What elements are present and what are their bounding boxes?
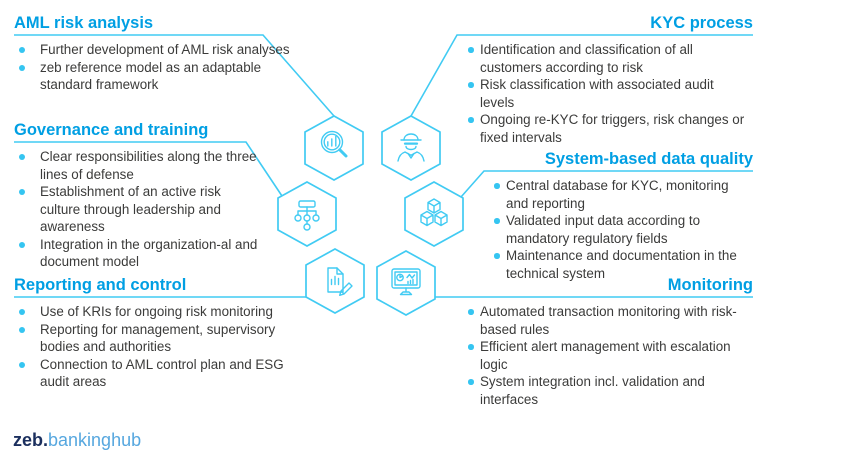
- bullet-text: System integration incl. validation and …: [480, 374, 705, 407]
- list-item: Identification and classification of all…: [468, 41, 753, 76]
- section-system-based-data-quality: System-based data quality Central databa…: [478, 148, 753, 282]
- bullet-text: Central database for KYC, monitoring and…: [506, 178, 729, 211]
- bullet-dot-icon: [19, 326, 25, 333]
- list-item: Validated input data according to mandat…: [494, 212, 753, 247]
- section-title-kyc-process: KYC process: [650, 14, 753, 32]
- bullet-text: Use of KRIs for ongoing risk monitoring: [40, 304, 273, 319]
- bullet-text: Identification and classification of all…: [480, 42, 693, 75]
- list-item: Clear responsibilities along the three l…: [19, 148, 304, 183]
- bullet-text: Clear responsibilities along the three l…: [40, 149, 257, 182]
- list-item: Risk classification with associated audi…: [468, 76, 753, 111]
- hexagon-system-based-data-quality: [404, 181, 464, 247]
- bullet-dot-icon: [468, 309, 474, 315]
- magnifier-chart-icon: [320, 130, 348, 158]
- bullet-list: Identification and classification of all…: [468, 41, 753, 146]
- list-item: Ongoing re-KYC for triggers, risk change…: [468, 111, 753, 146]
- section-governance-and-training: Governance and training Clear responsibi…: [14, 119, 304, 271]
- section-title-reporting-and-control: Reporting and control: [14, 276, 187, 294]
- list-item: Further development of AML risk analyses: [19, 41, 304, 59]
- hexagon-monitoring: [376, 250, 436, 316]
- detective-icon: [397, 133, 425, 162]
- list-item: Use of KRIs for ongoing risk monitoring: [19, 303, 304, 321]
- monitor-dashboard-icon: [391, 268, 421, 296]
- bullet-dot-icon: [19, 47, 25, 53]
- bullet-text: Automated transaction monitoring with ri…: [480, 304, 737, 337]
- logo-prefix: zeb.: [13, 430, 49, 450]
- connector-kyc-process: [410, 34, 753, 117]
- bullet-text: Connection to AML control plan and ESG a…: [40, 356, 284, 390]
- section-aml-risk-analysis: AML risk analysis Further development of…: [14, 12, 304, 94]
- cubes-icon: [420, 198, 448, 227]
- list-item: Connection to AML control plan and ESG a…: [19, 356, 304, 391]
- section-title-aml-risk-analysis: AML risk analysis: [14, 14, 154, 32]
- bullet-text: Further development of AML risk analyses: [40, 42, 290, 57]
- logo-suffix: bankinghub: [48, 430, 142, 450]
- bullet-list: Clear responsibilities along the three l…: [19, 148, 304, 271]
- bullet-text: Risk classification with associated audi…: [480, 77, 714, 110]
- connector-aml-risk-analysis: [14, 34, 335, 117]
- bullet-dot-icon: [19, 189, 25, 195]
- zeb-bankinghub-logo: zeb.bankinghub: [13, 430, 141, 451]
- section-monitoring: Monitoring Automated transaction monitor…: [427, 274, 753, 408]
- bullet-dot-icon: [468, 344, 474, 350]
- connector-system-based-data-quality: [460, 170, 753, 198]
- bullet-dot-icon: [19, 309, 25, 315]
- bullet-dot-icon: [468, 82, 474, 88]
- bullet-text: Efficient alert management with escalati…: [480, 339, 731, 372]
- bullet-text: Establishment of an active risk culture …: [40, 184, 221, 234]
- section-title-system-based-data-quality: System-based data quality: [544, 150, 753, 168]
- bullet-dot-icon: [19, 361, 25, 368]
- hexagon-aml-risk-analysis: [304, 115, 364, 181]
- bullet-dot-icon: [494, 183, 500, 189]
- bullet-text: Integration in the organization-al and d…: [40, 236, 258, 270]
- bullet-dot-icon: [468, 379, 474, 385]
- bullet-list: Central database for KYC, monitoring and…: [494, 177, 753, 282]
- list-item: Automated transaction monitoring with ri…: [468, 303, 753, 338]
- list-item: Maintenance and documentation in the tec…: [494, 247, 753, 282]
- bullet-dot-icon: [19, 64, 25, 71]
- org-chart-icon: [294, 200, 320, 231]
- section-title-governance-and-training: Governance and training: [14, 121, 209, 139]
- list-item: Efficient alert management with escalati…: [468, 338, 753, 373]
- list-item: Integration in the organization-al and d…: [19, 236, 304, 271]
- document-pencil-icon: [327, 267, 353, 296]
- bullet-dot-icon: [19, 241, 25, 248]
- list-item: System integration incl. validation and …: [468, 373, 753, 408]
- bullet-dot-icon: [468, 117, 474, 123]
- list-item: Establishment of an active risk culture …: [19, 183, 304, 236]
- bullet-list: Further development of AML risk analyses…: [19, 41, 304, 94]
- connector-governance-and-training: [14, 141, 283, 197]
- section-kyc-process: KYC process Identification and classific…: [457, 12, 753, 146]
- bullet-text: Reporting for management, supervisory bo…: [40, 321, 276, 355]
- bullet-dot-icon: [468, 47, 474, 53]
- hexagon-kyc-process: [381, 115, 441, 181]
- bullet-list: Use of KRIs for ongoing risk monitoring …: [19, 303, 304, 391]
- bullet-text: Maintenance and documentation in the tec…: [506, 248, 737, 281]
- bullet-text: zeb reference model as an adaptable stan…: [40, 59, 262, 93]
- bullet-text: Validated input data according to mandat…: [506, 213, 701, 246]
- bullet-list: Automated transaction monitoring with ri…: [468, 303, 753, 408]
- section-reporting-and-control: Reporting and control Use of KRIs for on…: [14, 274, 304, 391]
- bullet-dot-icon: [19, 154, 25, 160]
- bullet-dot-icon: [494, 253, 500, 259]
- bullet-text: Ongoing re-KYC for triggers, risk change…: [480, 112, 745, 145]
- section-title-monitoring: Monitoring: [667, 276, 753, 294]
- list-item: zeb reference model as an adaptable stan…: [19, 59, 304, 94]
- list-item: Central database for KYC, monitoring and…: [494, 177, 753, 212]
- bullet-dot-icon: [494, 218, 500, 224]
- list-item: Reporting for management, supervisory bo…: [19, 321, 304, 356]
